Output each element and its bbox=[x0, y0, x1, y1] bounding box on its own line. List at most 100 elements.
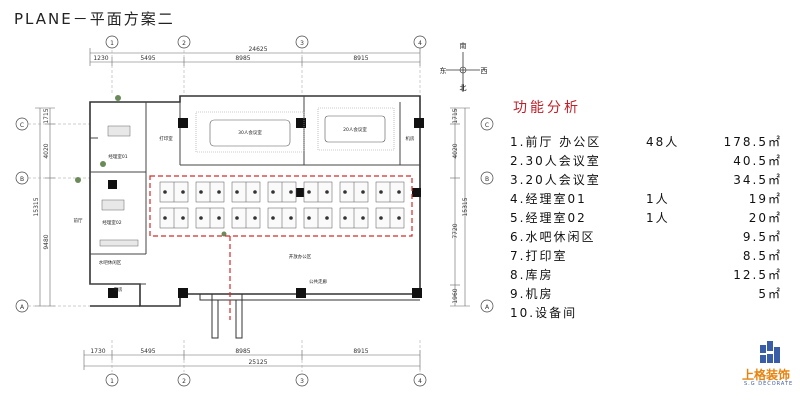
axis-label: 4 bbox=[418, 378, 422, 385]
dim-bottom-seg: 1730 bbox=[90, 348, 105, 355]
room-label-server: 机房 bbox=[406, 135, 415, 142]
chair bbox=[163, 216, 167, 220]
function-item-area: 12.5㎡ bbox=[733, 268, 782, 282]
left-dimensions bbox=[35, 107, 55, 307]
axis-label: 1 bbox=[110, 378, 114, 385]
chair bbox=[181, 216, 185, 220]
function-item: 5.经理室02 1人 20㎡ bbox=[510, 207, 782, 226]
function-item-name: 7.打印室 bbox=[510, 249, 568, 263]
manager-furniture bbox=[99, 125, 139, 247]
function-item-area: 9.5㎡ bbox=[742, 230, 782, 244]
open-office-boundary bbox=[149, 175, 413, 237]
chair bbox=[289, 216, 293, 220]
compass-icon bbox=[446, 52, 480, 92]
room-label-manager2: 经理室02 bbox=[102, 219, 121, 226]
axis-label: 3 bbox=[300, 40, 304, 47]
compass-west: 西 bbox=[481, 67, 488, 75]
chair bbox=[361, 216, 365, 220]
dim-top-seg: 1230 bbox=[93, 55, 108, 62]
meeting20-furniture bbox=[317, 107, 395, 151]
function-item-area: 5㎡ bbox=[758, 287, 782, 301]
function-item-area: 19㎡ bbox=[748, 192, 782, 206]
axis-label: A bbox=[485, 304, 490, 311]
page-title: PLANE－平面方案二 bbox=[14, 10, 175, 28]
axis-label: B bbox=[20, 176, 24, 183]
room-label-corridor: 公共走廊 bbox=[309, 278, 327, 285]
axis-label: A bbox=[20, 304, 25, 311]
function-item-area: 8.5㎡ bbox=[742, 249, 782, 263]
chair bbox=[199, 190, 203, 194]
dim-right-seg: 7720 bbox=[452, 223, 459, 238]
chair bbox=[235, 216, 239, 220]
function-item-name: 8.库房 bbox=[510, 268, 554, 282]
logo-subtitle: S.G DECORATE bbox=[744, 381, 794, 387]
dim-bottom-total: 25125 bbox=[248, 359, 267, 366]
room-label-manager1: 经理室01 bbox=[108, 153, 127, 160]
room-label-meeting30: 30人会议室 bbox=[238, 129, 262, 136]
compass-south: 北 bbox=[460, 84, 467, 92]
room-label-storage: 库房 bbox=[114, 286, 123, 293]
dim-left-seg: 9480 bbox=[43, 234, 50, 249]
axis-label: 2 bbox=[182, 40, 186, 47]
dim-left-seg: 1715 bbox=[43, 108, 50, 123]
chair bbox=[217, 190, 221, 194]
function-item-name: 3.20人会议室 bbox=[510, 173, 601, 187]
function-item: 8.库房 12.5㎡ bbox=[510, 264, 782, 283]
dim-left-seg: 4020 bbox=[43, 143, 50, 158]
dim-top-seg: 5495 bbox=[140, 55, 155, 62]
compass-east: 东 bbox=[440, 66, 447, 75]
axis-label: C bbox=[20, 122, 24, 129]
axis-label: 3 bbox=[300, 378, 304, 385]
axis-right bbox=[480, 117, 494, 313]
function-item-people: 1人 bbox=[646, 192, 670, 206]
chair bbox=[253, 190, 257, 194]
function-item: 10.设备间 bbox=[510, 302, 782, 321]
dim-right-seg: 1715 bbox=[452, 108, 459, 123]
chair bbox=[343, 190, 347, 194]
axis-label: 4 bbox=[418, 40, 422, 47]
axis-top bbox=[105, 35, 427, 95]
open-office-desks bbox=[159, 181, 405, 229]
chair bbox=[325, 216, 329, 220]
axis-left bbox=[15, 117, 90, 313]
chair bbox=[361, 190, 365, 194]
axis-label: B bbox=[485, 176, 489, 183]
function-item-name: 5.经理室02 bbox=[510, 211, 587, 225]
function-item-area: 20㎡ bbox=[748, 211, 782, 225]
chair bbox=[343, 216, 347, 220]
company-logo-icon bbox=[760, 341, 780, 363]
chair bbox=[181, 190, 185, 194]
chair bbox=[325, 190, 329, 194]
axis-label: C bbox=[485, 122, 489, 129]
function-item-name: 10.设备间 bbox=[510, 306, 578, 320]
chair bbox=[235, 190, 239, 194]
function-item-name: 1.前厅 办公区 bbox=[510, 135, 602, 149]
function-item-name: 2.30人会议室 bbox=[510, 154, 601, 168]
chair bbox=[289, 190, 293, 194]
chair bbox=[397, 216, 401, 220]
dim-top-seg: 8915 bbox=[353, 55, 368, 62]
function-item-name: 6.水吧休闲区 bbox=[510, 230, 596, 244]
dim-bottom-seg: 5495 bbox=[140, 348, 155, 355]
function-item: 7.打印室 8.5㎡ bbox=[510, 245, 782, 264]
dim-left-total: 15315 bbox=[33, 197, 40, 216]
axis-label: 1 bbox=[110, 40, 114, 47]
room-label-print: 打印室 bbox=[159, 135, 173, 142]
chair bbox=[379, 216, 383, 220]
meeting30-furniture bbox=[195, 111, 305, 153]
chair bbox=[253, 216, 257, 220]
room-label-office: 开放办公区 bbox=[289, 253, 312, 260]
dim-top-seg: 8985 bbox=[235, 55, 250, 62]
floor-plan: 24625 1230 5495 8985 8915 1 2 3 4 1730 5… bbox=[15, 35, 494, 387]
compass-north: 南 bbox=[460, 41, 467, 50]
function-item-name: 4.经理室01 bbox=[510, 192, 587, 206]
chair bbox=[271, 190, 275, 194]
dim-top-total: 24625 bbox=[248, 46, 267, 53]
function-item-people: 1人 bbox=[646, 211, 670, 225]
chair bbox=[271, 216, 275, 220]
